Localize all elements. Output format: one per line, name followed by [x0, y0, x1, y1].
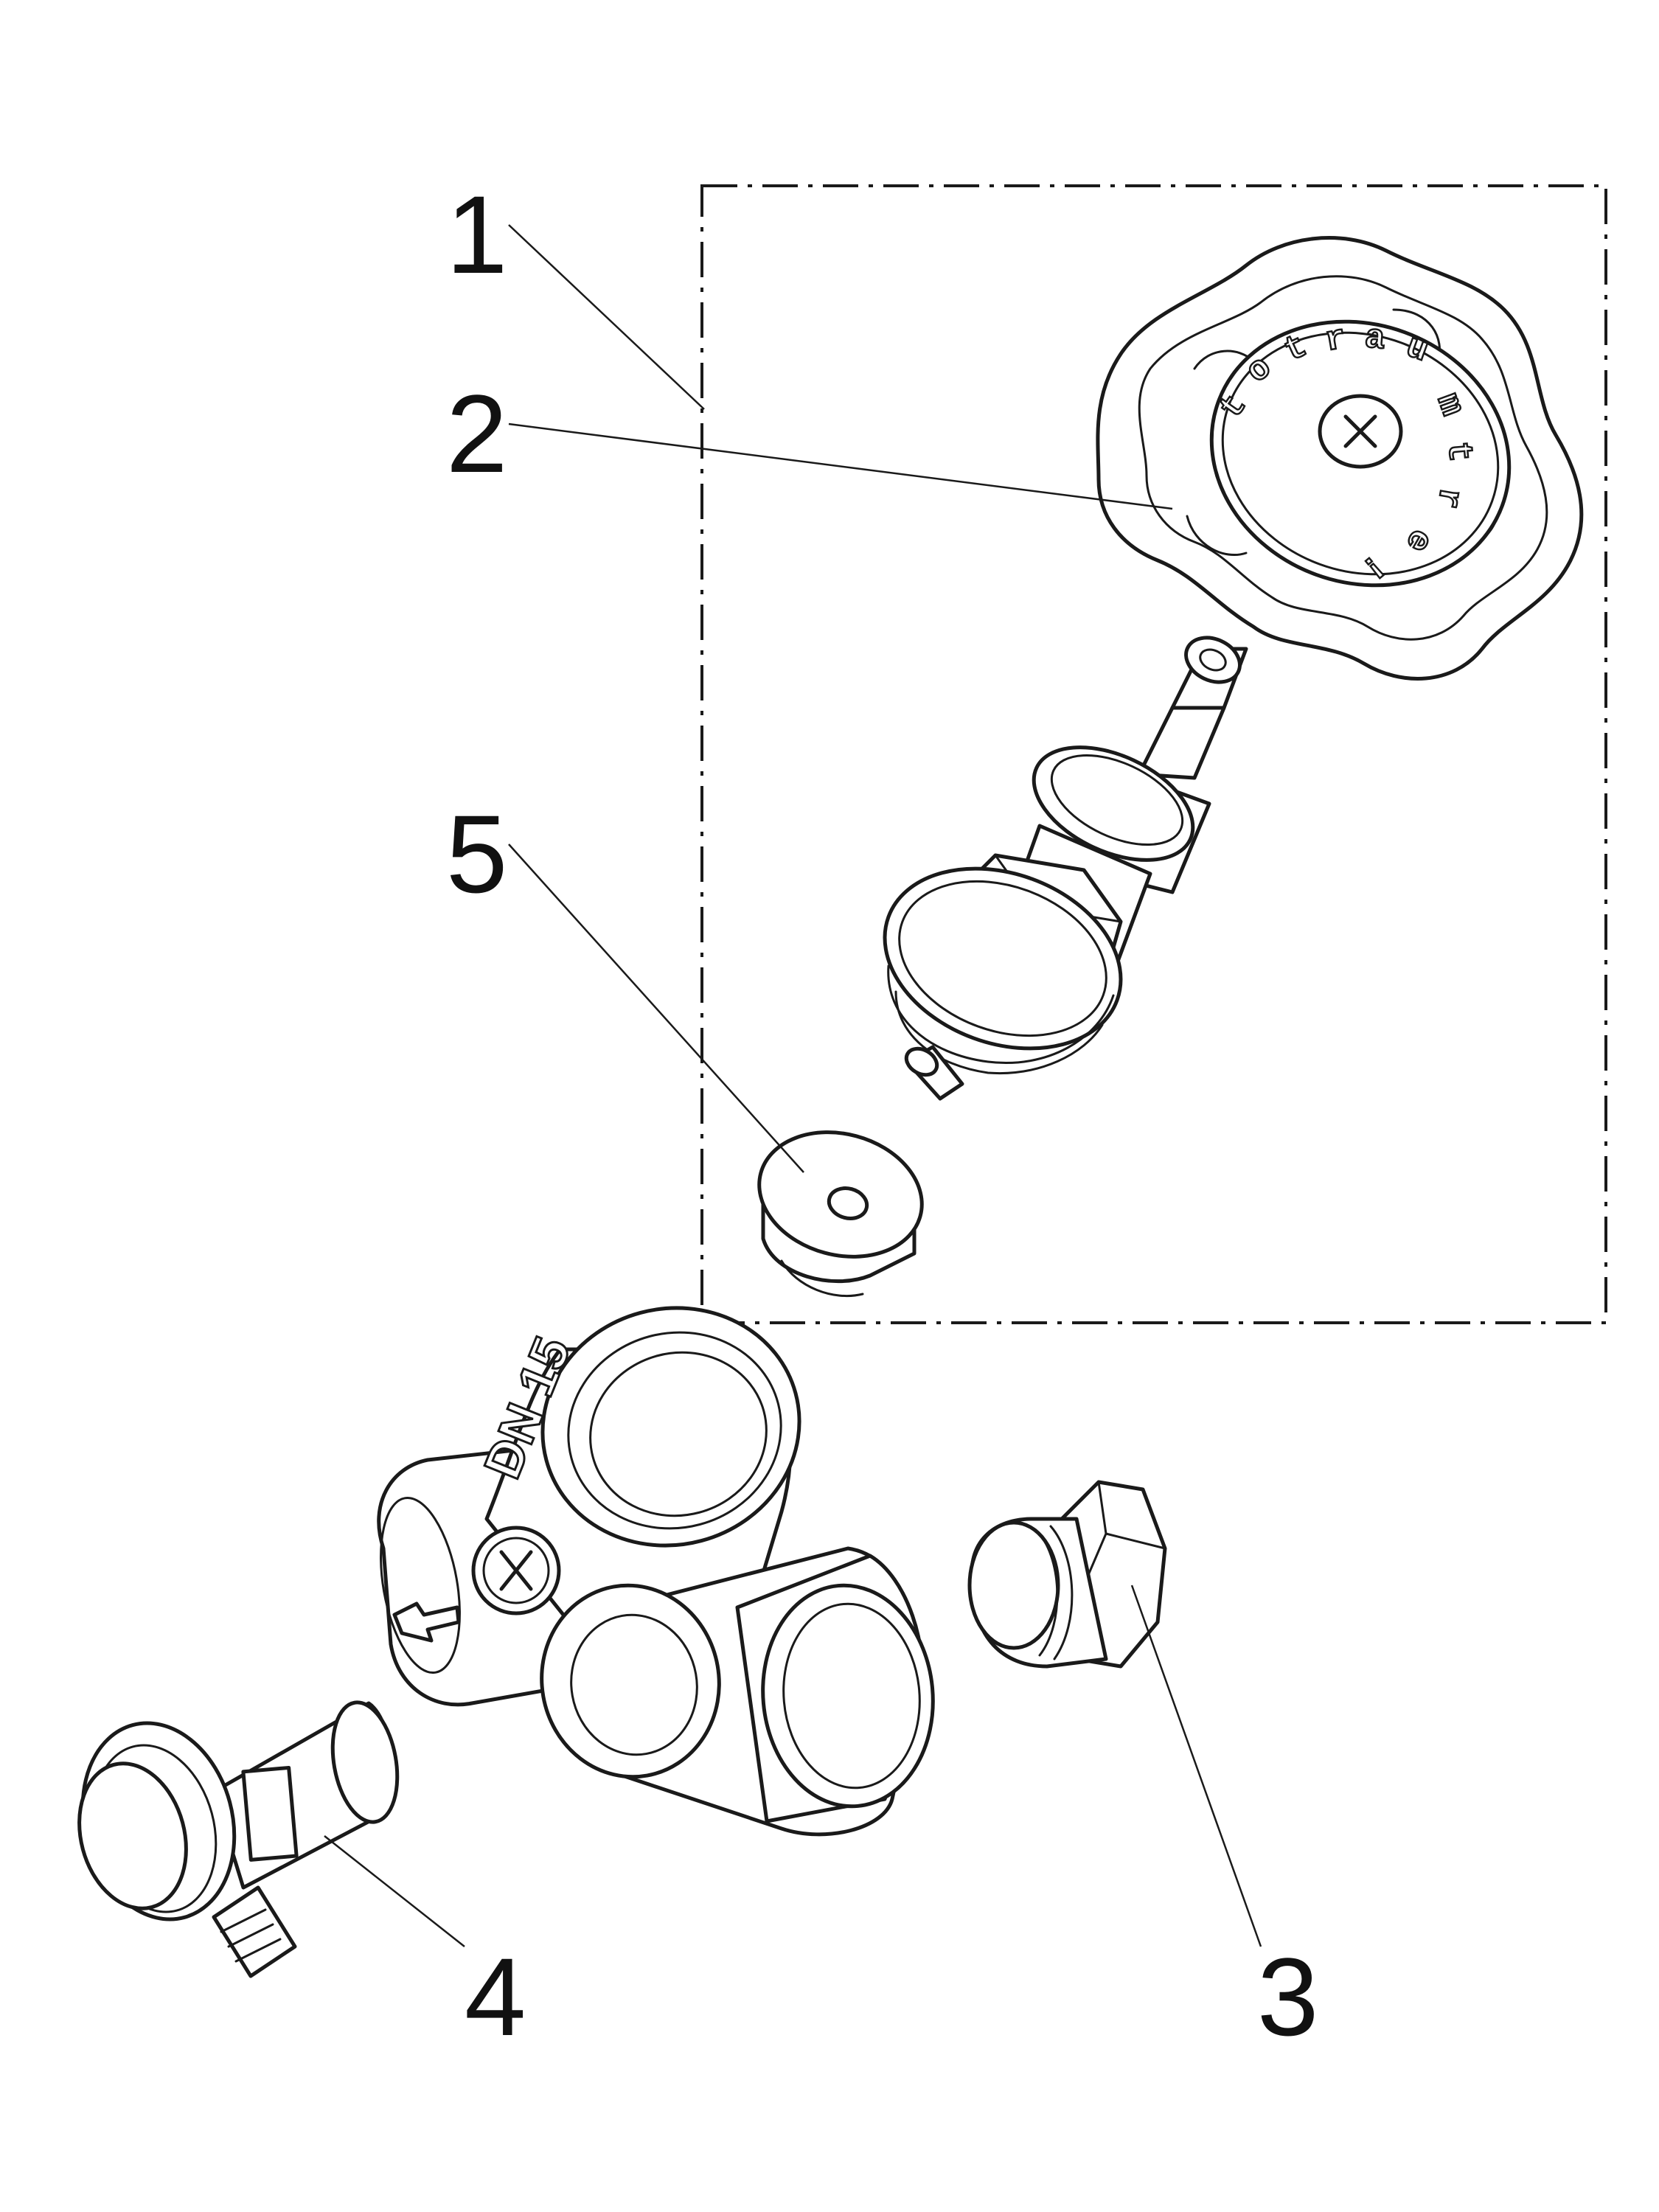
washer-center-hole — [827, 1186, 869, 1220]
flow-direction-arrow-icon — [392, 1601, 461, 1643]
valve-body: DN 15 — [377, 1306, 935, 1837]
logo-mark-icon — [499, 1550, 533, 1591]
plug-thread — [1049, 1525, 1074, 1660]
washer-lower-ring — [780, 1259, 864, 1298]
handwheel: t o t r a u m t r e ! — [1096, 236, 1584, 681]
leader-line-1 — [508, 224, 705, 410]
callout-number-3: 3 — [1257, 1935, 1318, 2059]
insert-thread-ring — [894, 990, 1104, 1075]
left-pipe-end — [380, 1497, 461, 1674]
top-opening-inner — [567, 1331, 782, 1530]
valve-body-right-port — [761, 1583, 935, 1809]
leader-line-3 — [1130, 1585, 1262, 1947]
callout-number-5: 5 — [446, 792, 507, 916]
leader-line-4 — [324, 1835, 465, 1947]
handwheel-spoke — [1186, 515, 1248, 557]
drain-cock-label-plate — [241, 1765, 299, 1862]
screw-cross-icon — [1343, 414, 1377, 448]
handwheel-hub-rim — [1221, 331, 1500, 576]
callout-number-4: 4 — [465, 1935, 526, 2059]
drain-cap-face — [77, 1761, 188, 1910]
insert-base-ring — [898, 880, 1107, 1037]
logo-inner-ring — [482, 1537, 550, 1604]
right-port-inner — [782, 1602, 921, 1790]
plug-face — [967, 1520, 1060, 1650]
plug-thread — [1034, 1528, 1059, 1657]
spindle-top-face — [1184, 636, 1242, 684]
spindle-collar-inner — [1050, 754, 1184, 846]
valve-insert-spindle — [883, 636, 1248, 1101]
spindle-square-stem — [1137, 706, 1226, 780]
callout-number-2: 2 — [446, 372, 507, 495]
drain-hose-nozzle — [212, 1885, 297, 1978]
handwheel-inner-rim — [1138, 275, 1548, 641]
seat-washer — [757, 1130, 924, 1298]
hose-nozzle-ribs — [220, 1908, 282, 1963]
front-port-inner — [570, 1613, 698, 1756]
spindle-hole — [1199, 648, 1227, 672]
engraving-letter: t — [1439, 440, 1478, 464]
leader-line-2 — [508, 422, 1173, 510]
insert-base-flange — [883, 866, 1123, 1051]
drain-cock-inlet — [330, 1700, 400, 1824]
insert-pin-face — [904, 1046, 939, 1077]
drain-cock — [77, 1700, 400, 1978]
plug-cap — [967, 1480, 1167, 1669]
engraving-letter: a — [1363, 319, 1387, 358]
callout-number-1: 1 — [446, 173, 507, 296]
assembly-boundary-box — [700, 184, 1607, 1324]
top-opening-thread — [589, 1351, 768, 1517]
leader-line-5 — [508, 844, 804, 1173]
